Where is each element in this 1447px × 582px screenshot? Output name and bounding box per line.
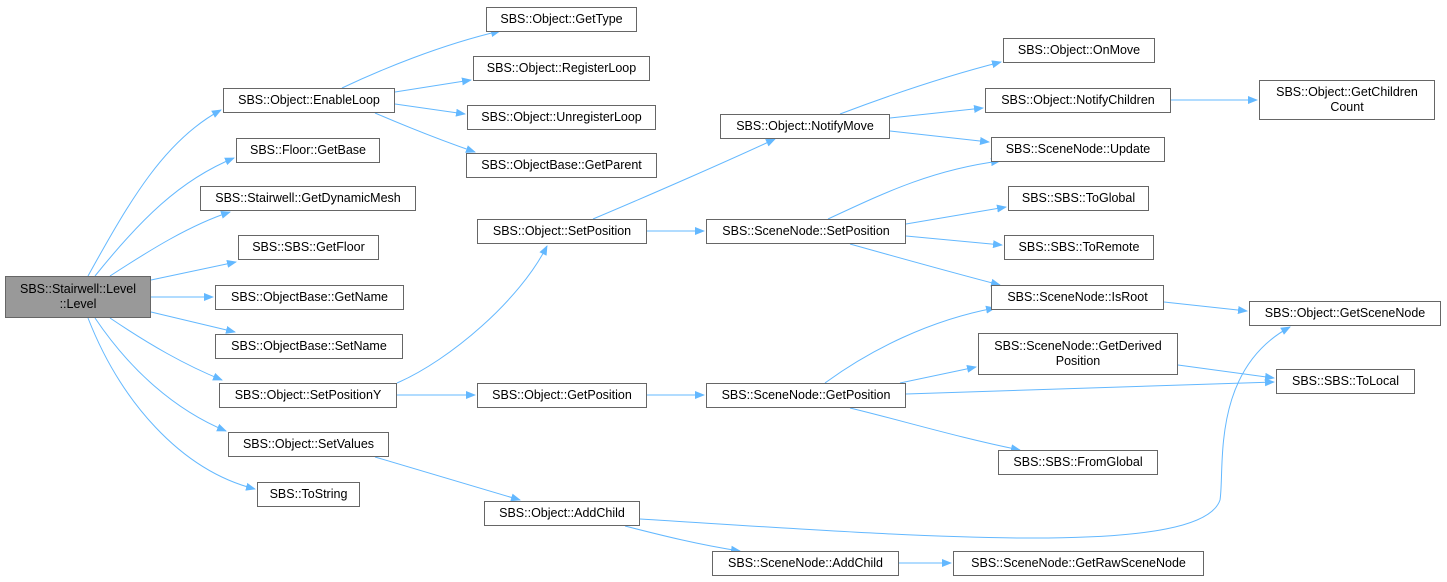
node-notifymove[interactable]: SBS::Object::NotifyMove: [720, 114, 890, 139]
node-getname[interactable]: SBS::ObjectBase::GetName: [215, 285, 404, 310]
node-toremote[interactable]: SBS::SBS::ToRemote: [1004, 235, 1154, 260]
node-notifychildren[interactable]: SBS::Object::NotifyChildren: [985, 88, 1171, 113]
node-label: SBS::Object::SetPositionY: [234, 388, 382, 402]
node-label: SBS::Object::NotifyMove: [736, 119, 874, 133]
edge-obj_setposition-to-notifymove: [592, 138, 776, 220]
node-label: SBS::Object::NotifyChildren: [1001, 93, 1155, 107]
node-label: SBS::Object::SetPosition: [492, 224, 632, 238]
node-label: SBS::Object::UnregisterLoop: [481, 110, 642, 124]
edge-getderivedposition-to-tolocal: [1177, 364, 1275, 381]
node-registerloop[interactable]: SBS::Object::RegisterLoop: [473, 56, 650, 81]
node-label: SBS::SBS::ToRemote: [1018, 240, 1140, 254]
edge-sn_setposition-to-sn_update: [827, 158, 1001, 220]
node-label: SBS::Object::OnMove: [1017, 43, 1141, 57]
node-setname[interactable]: SBS::ObjectBase::SetName: [215, 334, 403, 359]
node-toglobal[interactable]: SBS::SBS::ToGlobal: [1008, 186, 1149, 211]
edge-sn_getposition-to-fromglobal: [849, 407, 1021, 453]
node-gettype[interactable]: SBS::Object::GetType: [486, 7, 637, 32]
node-label: SBS::Floor::GetBase: [249, 143, 367, 157]
node-fromglobal[interactable]: SBS::SBS::FromGlobal: [998, 450, 1158, 475]
node-root: SBS::Stairwell::Level ::Level: [5, 276, 151, 318]
node-tolocal[interactable]: SBS::SBS::ToLocal: [1276, 369, 1415, 394]
node-unregisterloop[interactable]: SBS::Object::UnregisterLoop: [467, 105, 656, 130]
edge-enableloop-to-getparent: [374, 112, 476, 153]
node-isroot[interactable]: SBS::SceneNode::IsRoot: [991, 285, 1164, 310]
edge-sn_getposition-to-tolocal: [905, 378, 1275, 395]
edge-root-to-getfloor: [150, 259, 237, 281]
node-floor-getbase[interactable]: SBS::Floor::GetBase: [236, 138, 380, 163]
node-label: SBS::Object::GetType: [500, 12, 623, 26]
node-getscenenode[interactable]: SBS::Object::GetSceneNode: [1249, 301, 1441, 326]
node-label: SBS::ToString: [269, 487, 348, 501]
node-label: SBS::SBS::GetFloor: [252, 240, 365, 254]
node-label: SBS::Object::RegisterLoop: [486, 61, 637, 75]
node-label: SBS::SceneNode::SetPosition: [722, 224, 890, 238]
edge-addchild-to-sn_addchild: [624, 525, 741, 554]
node-label: SBS::Object::EnableLoop: [238, 93, 380, 107]
node-label: SBS::SceneNode::IsRoot: [1007, 290, 1148, 304]
edge-root-to-setname: [150, 311, 236, 334]
node-label: SBS::SceneNode::GetDerived Position: [994, 339, 1162, 368]
node-label: SBS::ObjectBase::SetName: [231, 339, 387, 353]
edge-enableloop-to-registerloop: [394, 77, 472, 93]
node-setvalues[interactable]: SBS::Object::SetValues: [228, 432, 389, 457]
node-label: SBS::ObjectBase::GetName: [230, 290, 388, 304]
node-obj-getposition[interactable]: SBS::Object::GetPosition: [477, 383, 647, 408]
node-label: SBS::Object::AddChild: [499, 506, 625, 520]
edge-setpositiony-to-obj_setposition: [396, 245, 548, 384]
edge-root-to-enableloop: [87, 109, 222, 277]
edge-enableloop-to-unregisterloop: [394, 103, 466, 117]
node-tostring[interactable]: SBS::ToString: [257, 482, 360, 507]
node-label: SBS::SBS::FromGlobal: [1013, 455, 1143, 469]
node-sn-addchild[interactable]: SBS::SceneNode::AddChild: [712, 551, 899, 576]
node-addchild[interactable]: SBS::Object::AddChild: [484, 501, 640, 526]
edge-root-to-floor_getbase: [94, 157, 235, 277]
node-label: SBS::SceneNode::GetRawSceneNode: [971, 556, 1186, 570]
node-sn-update[interactable]: SBS::SceneNode::Update: [991, 137, 1165, 162]
node-onmove[interactable]: SBS::Object::OnMove: [1003, 38, 1155, 63]
edge-notifymove-to-sn_update: [889, 130, 990, 145]
edge-root-to-setvalues: [94, 317, 227, 432]
edge-root-to-getdynamicmesh: [109, 210, 231, 277]
node-label: SBS::Object::GetPosition: [492, 388, 632, 402]
edge-sn_setposition-to-isroot: [849, 243, 1001, 287]
node-label: SBS::SBS::ToLocal: [1291, 374, 1399, 388]
node-getdynamicmesh[interactable]: SBS::Stairwell::GetDynamicMesh: [200, 186, 416, 211]
node-getrawscenenode[interactable]: SBS::SceneNode::GetRawSceneNode: [953, 551, 1204, 576]
node-label: SBS::SceneNode::GetPosition: [721, 388, 891, 402]
node-obj-setposition[interactable]: SBS::Object::SetPosition: [477, 219, 647, 244]
edge-sn_getposition-to-isroot: [824, 305, 996, 384]
node-getparent[interactable]: SBS::ObjectBase::GetParent: [466, 153, 657, 178]
edge-sn_setposition-to-toremote: [905, 235, 1003, 249]
node-label: SBS::Object::GetSceneNode: [1264, 306, 1426, 320]
node-label: SBS::Object::SetValues: [242, 437, 375, 451]
edge-root-to-setpositiony: [109, 317, 223, 381]
edge-setvalues-to-addchild: [374, 456, 521, 502]
edge-enableloop-to-gettype: [341, 29, 501, 89]
edge-root-to-tostring: [87, 317, 256, 491]
edge-addchild-to-getscenenode: [639, 326, 1291, 539]
node-setpositiony[interactable]: SBS::Object::SetPositionY: [219, 383, 397, 408]
node-label: SBS::SBS::ToGlobal: [1021, 191, 1136, 205]
node-getderivedposition[interactable]: SBS::SceneNode::GetDerived Position: [978, 333, 1178, 375]
node-label: SBS::SceneNode::AddChild: [728, 556, 883, 570]
node-sn-setposition[interactable]: SBS::SceneNode::SetPosition: [706, 219, 906, 244]
node-label: SBS::ObjectBase::GetParent: [481, 158, 642, 172]
edge-notifymove-to-onmove: [839, 60, 1002, 115]
node-label: SBS::Stairwell::Level ::Level: [19, 282, 137, 311]
node-getfloor[interactable]: SBS::SBS::GetFloor: [238, 235, 379, 260]
node-sn-getposition[interactable]: SBS::SceneNode::GetPosition: [706, 383, 906, 408]
edge-sn_setposition-to-toglobal: [905, 204, 1007, 225]
edge-sn_getposition-to-getderivedposition: [899, 364, 977, 384]
node-label: SBS::Object::GetChildren Count: [1276, 85, 1418, 114]
node-label: SBS::SceneNode::Update: [1005, 142, 1151, 156]
edge-isroot-to-getscenenode: [1163, 301, 1248, 315]
node-label: SBS::Stairwell::GetDynamicMesh: [215, 191, 401, 205]
node-getchildrencount[interactable]: SBS::Object::GetChildren Count: [1259, 80, 1435, 120]
edge-notifymove-to-notifychildren: [889, 104, 984, 119]
node-enableloop[interactable]: SBS::Object::EnableLoop: [223, 88, 395, 113]
